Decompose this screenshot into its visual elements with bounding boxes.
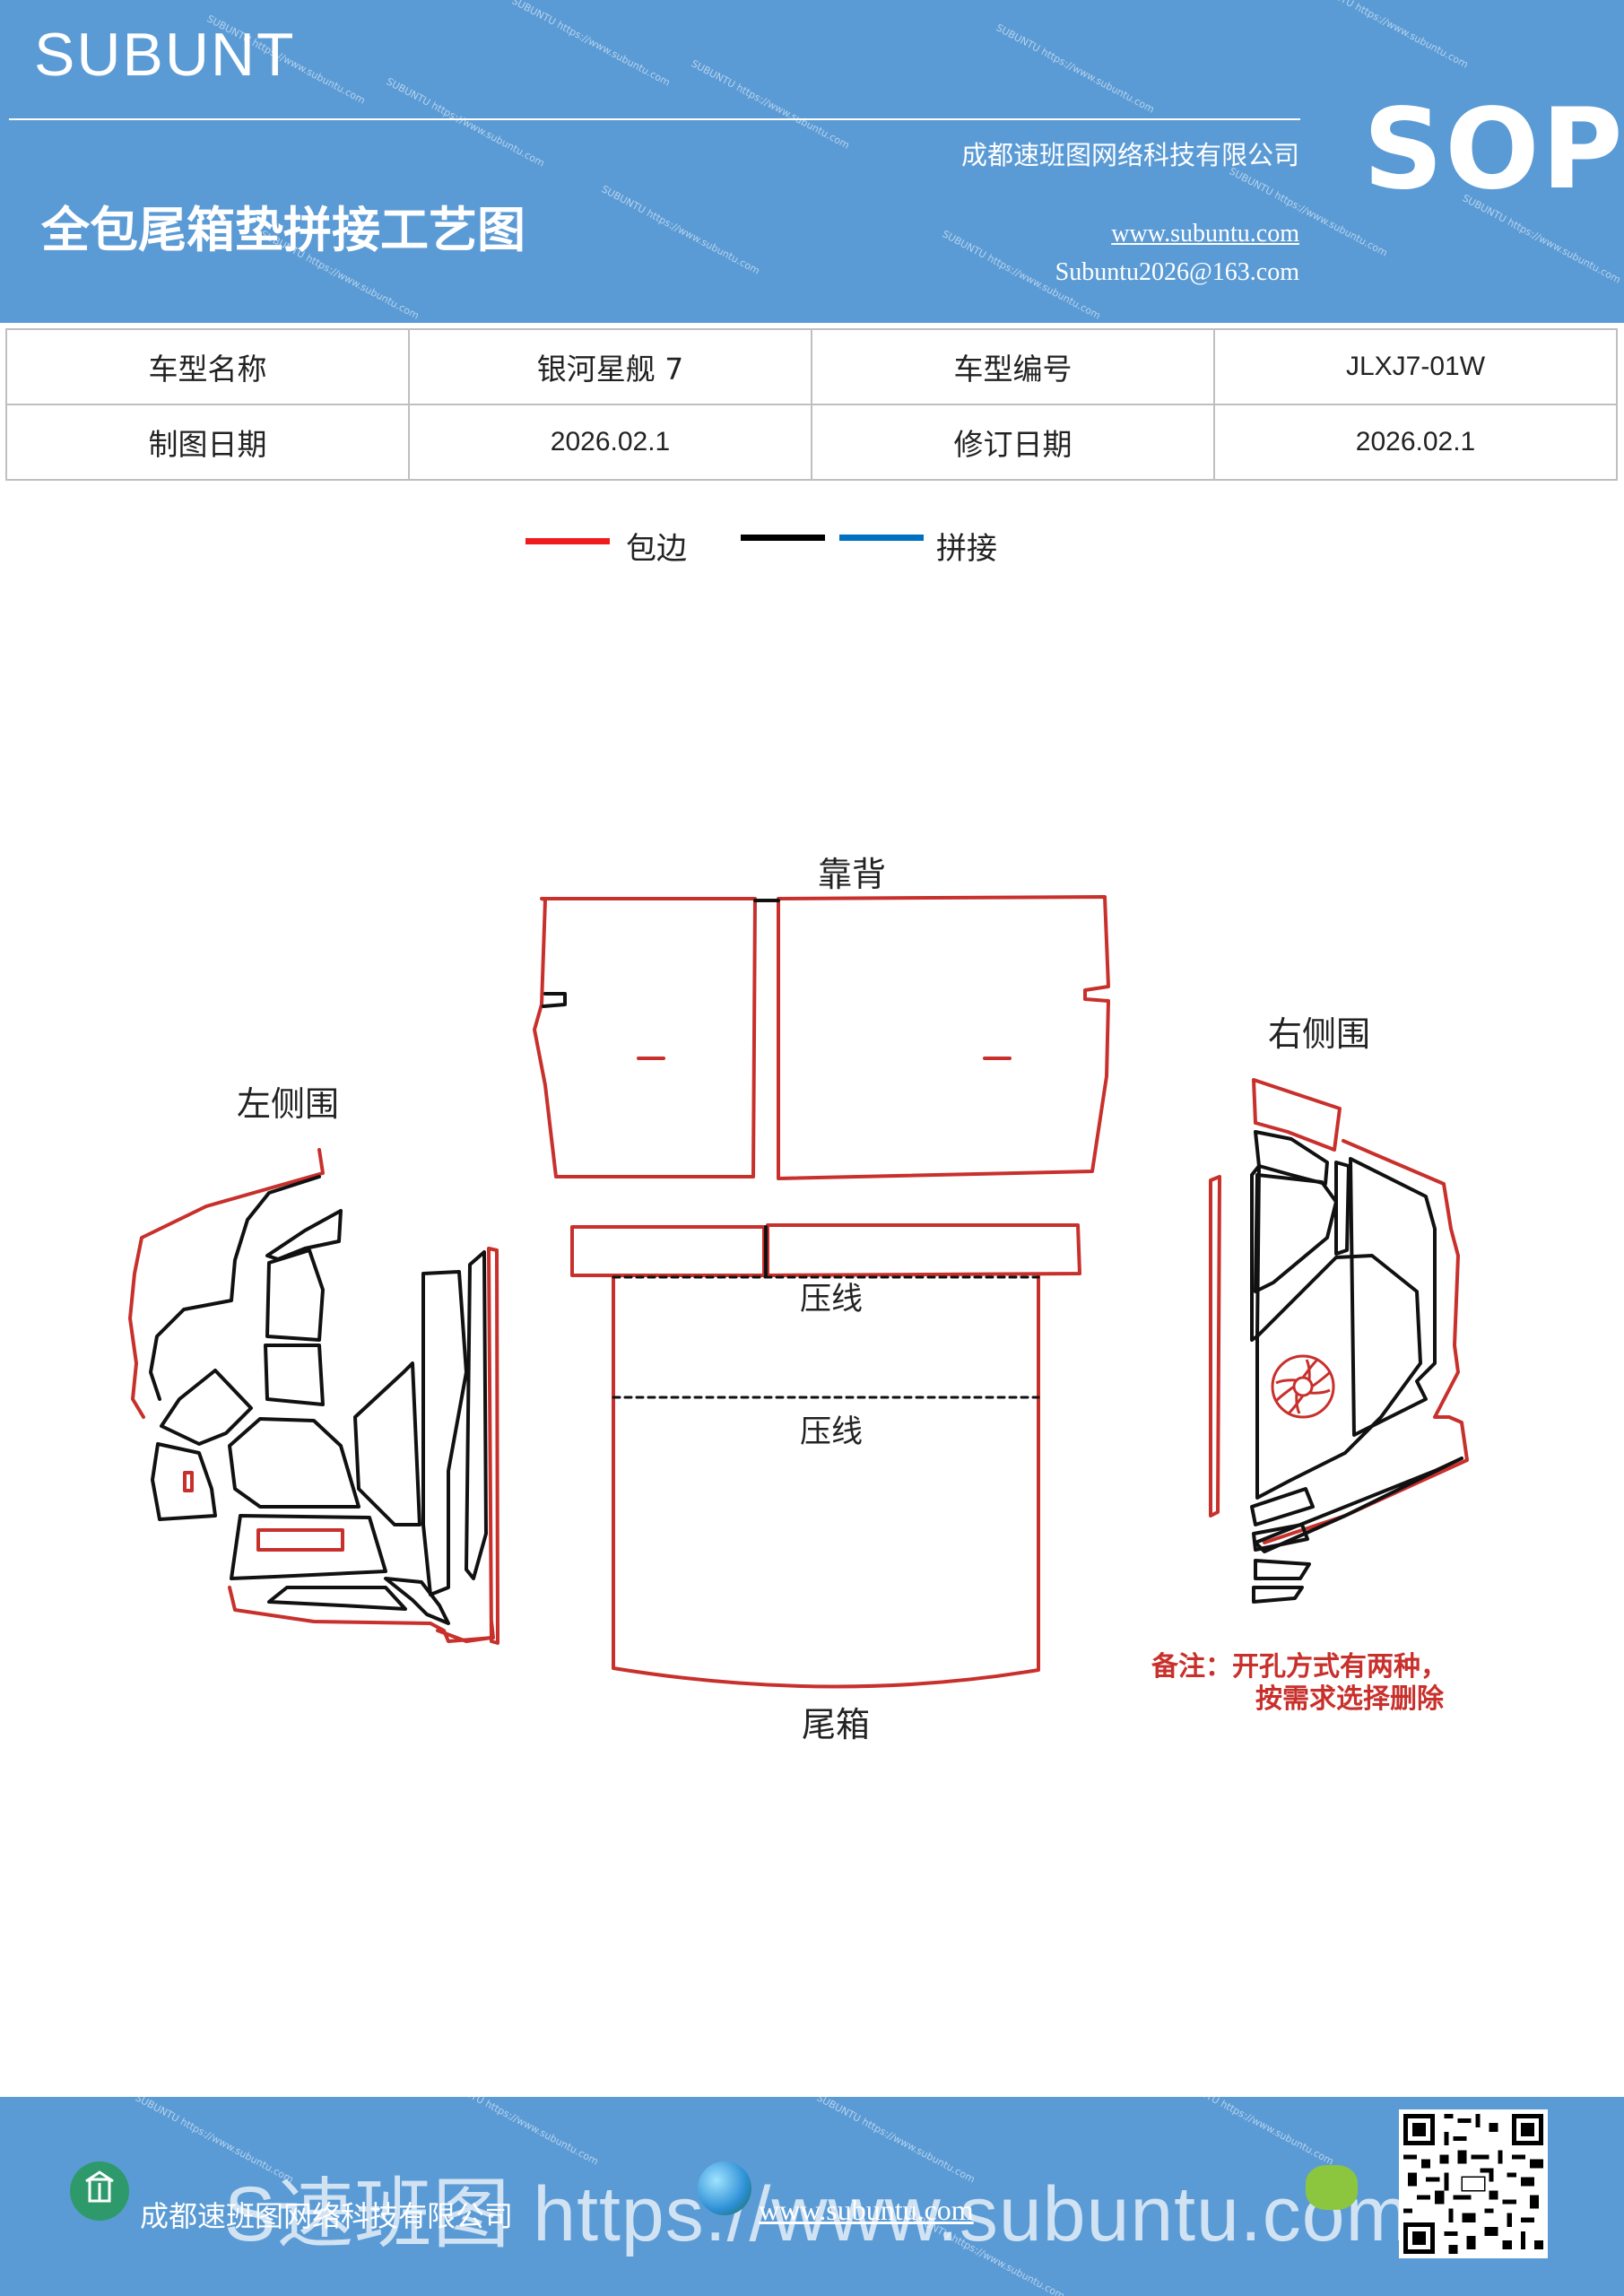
email-address[interactable]: Subuntu2026@163.com bbox=[1055, 258, 1299, 286]
backrest-right-panel bbox=[777, 895, 1110, 1180]
right-side-top-tab bbox=[1252, 1078, 1342, 1152]
legend: 包边 拼接 bbox=[0, 524, 1624, 578]
footer-banner: SUBUNTU https://www.subuntu.com SUBUNTU … bbox=[0, 2097, 1624, 2296]
label-crease-1: 压线 bbox=[800, 1282, 863, 1318]
legend-join-black-swatch bbox=[741, 535, 825, 541]
backrest-group bbox=[533, 895, 1110, 1180]
left-piece bbox=[353, 1361, 421, 1526]
backrest-left-panel bbox=[533, 897, 757, 1178]
left-piece bbox=[228, 1417, 360, 1509]
website-link[interactable]: www.subuntu.com bbox=[1111, 220, 1299, 248]
wechat-icon[interactable] bbox=[1306, 2165, 1358, 2210]
right-front-strip bbox=[1209, 1175, 1221, 1518]
left-cutout-small bbox=[183, 1471, 194, 1492]
globe-icon bbox=[698, 2161, 751, 2215]
value-revision-date: 2026.02.1 bbox=[1213, 404, 1618, 481]
footer-watermark-text: S速班图 https://www.subuntu.com bbox=[224, 2171, 1411, 2257]
trunk-top-flap-right bbox=[766, 1223, 1081, 1277]
left-cutout bbox=[256, 1528, 344, 1552]
right-bottom-strip bbox=[1254, 1559, 1311, 1580]
trunk-mat-diagram: 靠背 左侧围 右侧围 压线 压线 尾箱 备注：开孔方式有两种， 按需求选择删除 bbox=[128, 855, 1469, 1744]
label-right-side: 右侧围 bbox=[1268, 1014, 1370, 1054]
note-line-2: 按需求选择删除 bbox=[1255, 1683, 1445, 1715]
left-piece bbox=[267, 1586, 407, 1611]
left-side-group bbox=[128, 1148, 499, 1645]
left-piece bbox=[264, 1344, 325, 1406]
right-side-group bbox=[1209, 1078, 1469, 1604]
label-trunk: 尾箱 bbox=[802, 1705, 870, 1744]
header-banner: SUBUNTU https://www.subuntu.com SUBUNTU … bbox=[0, 0, 1624, 323]
right-side-outer bbox=[1263, 1139, 1469, 1544]
label-crease-2: 压线 bbox=[800, 1414, 863, 1450]
left-piece bbox=[465, 1250, 488, 1580]
value-draw-date: 2026.02.1 bbox=[408, 404, 812, 481]
vent-hole-rosette bbox=[1271, 1354, 1335, 1419]
trunk-floor-panel bbox=[612, 1274, 1040, 1689]
left-piece bbox=[149, 1175, 321, 1401]
watermark: SUBUNTU https://www.subuntu.com bbox=[689, 57, 852, 152]
label-model-code: 车型编号 bbox=[811, 328, 1215, 405]
table-row: 车型名称 银河星舰 7 车型编号 JLXJ7-01W bbox=[5, 328, 1618, 405]
label-backrest: 靠背 bbox=[818, 855, 886, 894]
qr-code bbox=[1399, 2109, 1548, 2258]
label-draw-date: 制图日期 bbox=[5, 404, 410, 481]
legend-edge-swatch bbox=[525, 538, 610, 544]
legend-join-label: 拼接 bbox=[936, 531, 997, 567]
right-bottom-strip bbox=[1252, 1586, 1304, 1604]
trunk-floor-group bbox=[570, 1223, 1081, 1689]
label-revision-date: 修订日期 bbox=[811, 404, 1215, 481]
watermark: SUBUNTU https://www.subuntu.com bbox=[599, 183, 762, 277]
left-piece bbox=[230, 1514, 387, 1580]
left-piece bbox=[151, 1442, 217, 1521]
company-name: 成都速班图网络科技有限公司 bbox=[960, 140, 1299, 170]
right-piece bbox=[1254, 1457, 1463, 1553]
label-model-name: 车型名称 bbox=[5, 328, 410, 405]
right-piece bbox=[1334, 1161, 1350, 1256]
watermark: SUBUNTU https://www.subuntu.com bbox=[994, 22, 1157, 116]
left-piece bbox=[421, 1270, 468, 1596]
left-piece bbox=[160, 1369, 253, 1446]
backrest-left-notch bbox=[542, 992, 567, 1008]
document-title: 全包尾箱垫拼接工艺图 bbox=[41, 202, 525, 258]
sop-badge: SOP bbox=[1363, 85, 1624, 214]
value-model-code: JLXJ7-01W bbox=[1213, 328, 1618, 405]
trunk-top-flap-left bbox=[570, 1225, 766, 1277]
table-row: 制图日期 2026.02.1 修订日期 2026.02.1 bbox=[5, 404, 1618, 481]
brand-logo-text: SUBUNT bbox=[34, 21, 296, 89]
footer-company-name: 成都速班图网络科技有限公司 bbox=[140, 2199, 514, 2233]
right-piece bbox=[1255, 1254, 1422, 1500]
right-piece bbox=[1254, 1173, 1338, 1293]
header-divider bbox=[9, 118, 1300, 120]
footer-website-link[interactable]: www.subuntu.com bbox=[759, 2194, 974, 2226]
left-side-lower-edge bbox=[228, 1586, 495, 1643]
left-piece bbox=[384, 1577, 450, 1625]
vehicle-info-table: 车型名称 银河星舰 7 车型编号 JLXJ7-01W 制图日期 2026.02.… bbox=[5, 328, 1618, 481]
company-building-icon bbox=[70, 2161, 129, 2221]
legend-edge-label: 包边 bbox=[626, 531, 687, 567]
watermark: SUBUNTU https://www.subuntu.com bbox=[1307, 0, 1471, 71]
watermark: SUBUNTU https://www.subuntu.com bbox=[384, 75, 547, 170]
watermark: SUBUNTU https://www.subuntu.com bbox=[509, 0, 673, 89]
right-piece bbox=[1349, 1157, 1437, 1437]
note-line-1: 备注：开孔方式有两种， bbox=[1151, 1651, 1447, 1683]
left-bottom-tab bbox=[436, 1629, 493, 1643]
legend-join-blue-swatch bbox=[839, 535, 924, 541]
right-piece bbox=[1250, 1487, 1315, 1526]
left-piece bbox=[265, 1248, 325, 1342]
left-side-outer-top bbox=[128, 1148, 325, 1419]
value-model-name: 银河星舰 7 bbox=[408, 328, 812, 405]
left-back-strip bbox=[487, 1247, 499, 1645]
label-left-side: 左侧围 bbox=[237, 1084, 339, 1124]
